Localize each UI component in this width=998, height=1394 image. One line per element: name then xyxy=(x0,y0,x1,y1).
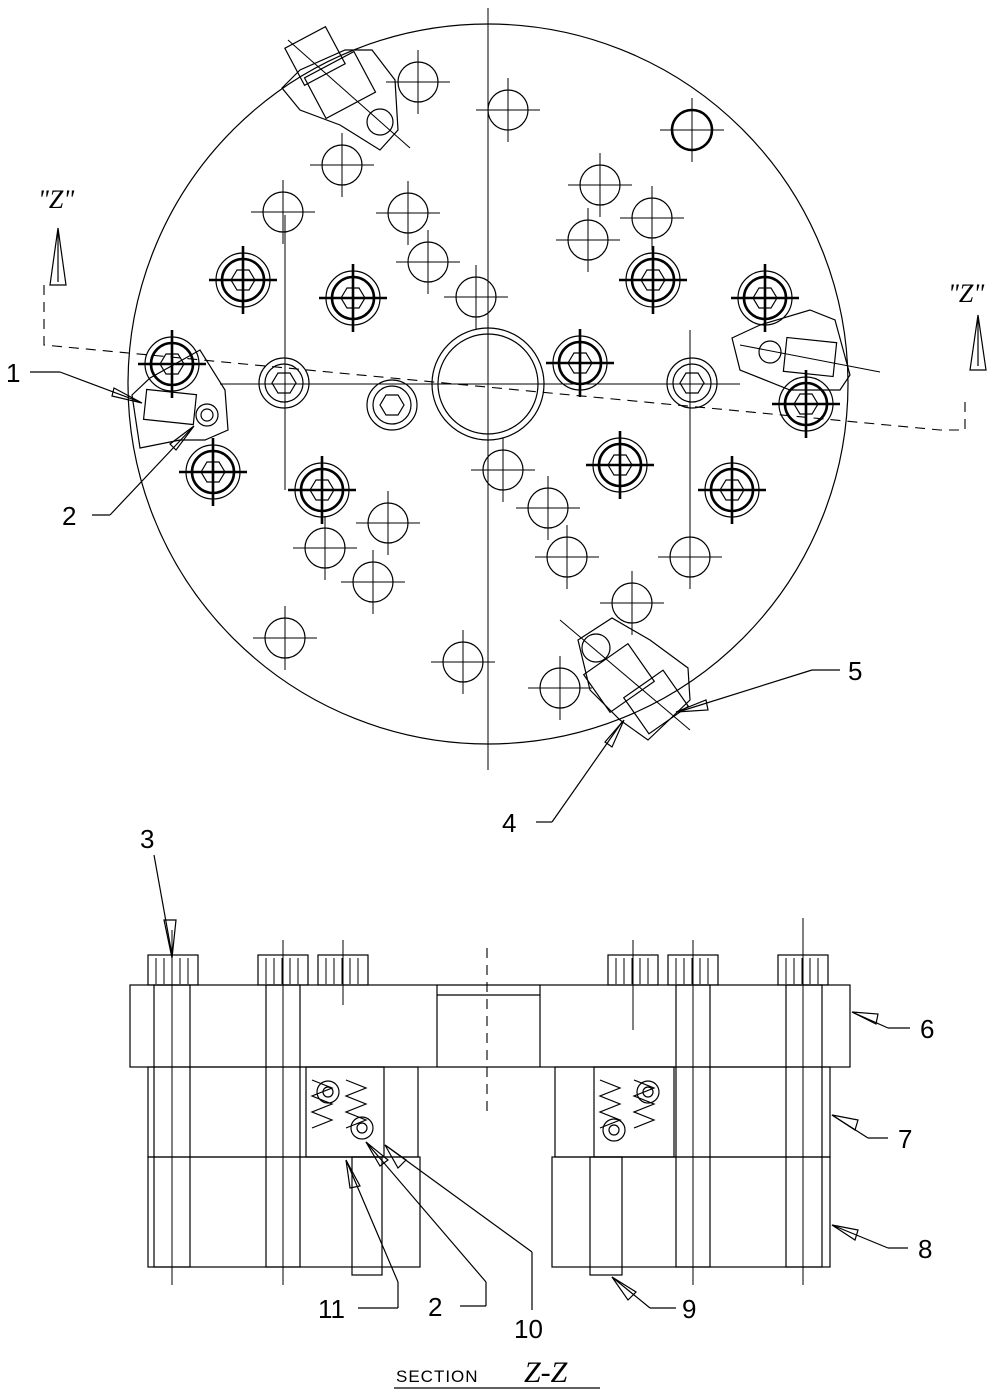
section-arrow-right xyxy=(969,314,987,371)
section-line xyxy=(43,285,966,431)
callout-9: 9 xyxy=(682,1294,696,1324)
plan-view: "Z" "Z" 1 2 4 5 xyxy=(6,8,987,838)
clamp-left xyxy=(131,349,229,449)
callout-11: 11 xyxy=(318,1294,345,1324)
callout-5: 5 xyxy=(848,656,862,686)
bottom-plate-right xyxy=(551,1156,831,1268)
callout-4: 4 xyxy=(502,808,516,838)
callout-8: 8 xyxy=(918,1234,932,1264)
section-caption-word: SECTION xyxy=(396,1367,479,1386)
through-holes xyxy=(251,50,724,720)
bolt-shanks xyxy=(153,918,823,1285)
clamp-top xyxy=(281,25,411,151)
section-arrow-left xyxy=(49,227,67,286)
callout-6: 6 xyxy=(920,1014,934,1044)
callout-2-top: 2 xyxy=(62,501,76,531)
section-marker-right: "Z" xyxy=(948,279,984,308)
callout-3: 3 xyxy=(140,824,154,854)
section-view: 3 6 7 8 9 10 11 2 SECTION xyxy=(129,824,934,1389)
callout-7: 7 xyxy=(898,1124,912,1154)
clamp-right xyxy=(731,309,881,391)
callout-1: 1 xyxy=(6,358,20,388)
spring-pockets xyxy=(305,1066,675,1276)
central-bore xyxy=(431,327,545,441)
locator-bushings xyxy=(258,357,718,431)
section-marker-left: "Z" xyxy=(38,185,74,214)
section-caption-name: Z-Z xyxy=(524,1356,568,1389)
clamp-bottom xyxy=(559,617,691,741)
bolt-heads xyxy=(147,954,829,986)
bottom-plate-left xyxy=(147,1156,421,1268)
callout-10: 10 xyxy=(514,1314,543,1344)
cap-screws xyxy=(138,246,840,524)
callout-2-bottom: 2 xyxy=(428,1292,442,1322)
